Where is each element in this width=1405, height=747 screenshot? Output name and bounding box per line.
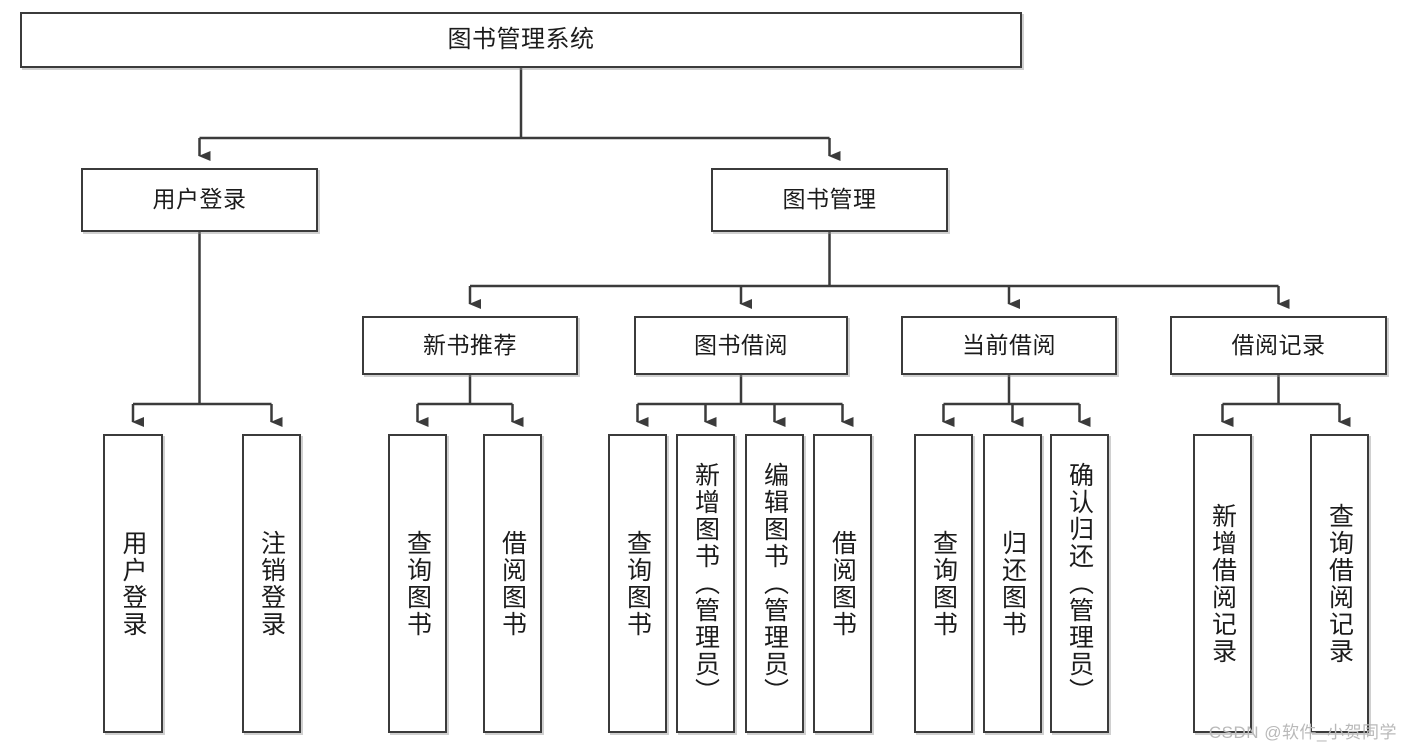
node-leaf-confirm-return[interactable]: 确认归还（管理员） [1050,434,1109,733]
node-root-label: 图书管理系统 [447,25,595,53]
node-leaf-edit-book[interactable]: 编辑图书（管理员） [745,434,804,733]
node-leaf-return-book[interactable]: 归还图书 [983,434,1042,733]
watermark-text: CSDN @软件_小贺同学 [1208,723,1397,742]
node-leaf-logout[interactable]: 注销登录 [242,434,301,733]
node-user-login[interactable]: 用户登录 [81,168,318,232]
node-leaf-user-login[interactable]: 用户登录 [103,434,163,733]
node-leaf-add-record-label: 新增借阅记录 [1208,502,1237,665]
node-new-book-recommend-label: 新书推荐 [423,331,517,358]
node-book-borrow-label: 图书借阅 [694,331,788,358]
node-root[interactable]: 图书管理系统 [20,12,1022,68]
node-leaf-borrow-book-b[interactable]: 借阅图书 [813,434,872,733]
node-leaf-add-record[interactable]: 新增借阅记录 [1193,434,1252,733]
node-leaf-edit-book-label: 编辑图书（管理员） [760,462,789,705]
node-borrow-record-label: 借阅记录 [1231,331,1326,358]
node-leaf-confirm-return-label: 确认归还（管理员） [1065,462,1094,705]
node-leaf-add-book-label: 新增图书（管理员） [691,462,720,705]
node-leaf-query-book-c-label: 查询图书 [929,529,958,638]
node-leaf-query-book-a-label: 查询图书 [403,529,432,638]
node-user-login-label: 用户登录 [152,186,247,213]
node-leaf-add-book[interactable]: 新增图书（管理员） [676,434,735,733]
node-leaf-borrow-book-a[interactable]: 借阅图书 [483,434,542,733]
node-borrow-record[interactable]: 借阅记录 [1170,316,1387,375]
node-book-manage[interactable]: 图书管理 [711,168,948,232]
node-leaf-query-book-c[interactable]: 查询图书 [914,434,973,733]
node-book-manage-label: 图书管理 [782,186,877,213]
node-leaf-query-record[interactable]: 查询借阅记录 [1310,434,1369,733]
node-leaf-logout-label: 注销登录 [257,529,286,638]
node-leaf-query-record-label: 查询借阅记录 [1325,502,1354,665]
node-leaf-return-book-label: 归还图书 [998,529,1027,638]
node-leaf-borrow-book-b-label: 借阅图书 [828,529,857,638]
node-leaf-query-book-b[interactable]: 查询图书 [608,434,667,733]
node-current-borrow[interactable]: 当前借阅 [901,316,1117,375]
node-leaf-user-login-label: 用户登录 [119,529,147,638]
node-leaf-borrow-book-a-label: 借阅图书 [498,529,527,638]
node-book-borrow[interactable]: 图书借阅 [634,316,848,375]
node-current-borrow-label: 当前借阅 [962,331,1056,358]
node-leaf-query-book-a[interactable]: 查询图书 [388,434,447,733]
node-new-book-recommend[interactable]: 新书推荐 [362,316,578,375]
node-leaf-query-book-b-label: 查询图书 [623,529,652,638]
